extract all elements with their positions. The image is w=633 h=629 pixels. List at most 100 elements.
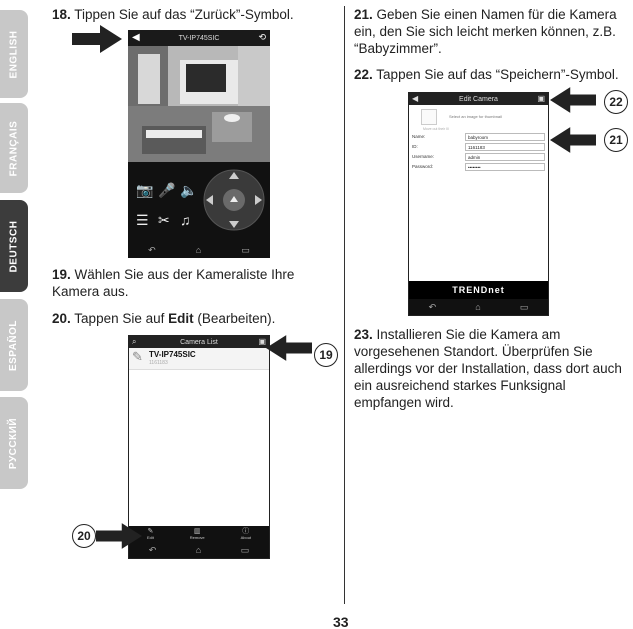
step-text-pre: Tappen Sie auf (74, 311, 169, 326)
recent-apps-icon[interactable]: ▭ (519, 301, 529, 312)
remove-button[interactable]: ▥ Remove (190, 528, 205, 540)
thumbnail-hint: Select an image for thumbnail (449, 114, 502, 119)
step-22: 22. Tappen Sie auf das “Speichern”-Symbo… (354, 66, 632, 83)
tab-deutsch[interactable]: DEUTSCH (0, 200, 28, 292)
trendnet-logo: TRENDnet (409, 281, 548, 299)
callout-19: 19 (314, 343, 338, 367)
step-number: 22. (354, 67, 373, 82)
screen-title: Camera List (180, 338, 218, 346)
tab-label: ESPAÑOL (8, 319, 20, 371)
pointer-arrow-icon (550, 87, 596, 113)
settings-icon[interactable]: ✂ (158, 212, 170, 228)
pointer-arrow-icon (266, 335, 312, 361)
name-input[interactable]: babyroom (465, 133, 545, 141)
list-icon[interactable]: ☰ (136, 212, 149, 228)
info-icon: ⓘ (242, 528, 250, 535)
tab-espanol[interactable]: ESPAÑOL (0, 299, 28, 391)
step-number: 23. (354, 327, 373, 342)
step-number: 21. (354, 7, 373, 22)
callout-20: 20 (72, 524, 96, 548)
recent-apps-icon[interactable]: ▭ (241, 244, 250, 255)
home-nav-icon[interactable]: ⌂ (195, 545, 202, 555)
bottom-toolbar: ✎ Edit ▥ Remove ⓘ About (129, 526, 269, 542)
save-icon[interactable]: ▣ (537, 94, 545, 103)
form-row-password: Password: •••••••• (409, 163, 548, 172)
remove-label: Remove (189, 535, 205, 540)
form-row-name: Name: babyroom (409, 133, 548, 142)
phone-edit-camera: ◀ Edit Camera ▣ Select an image for thum… (408, 92, 549, 316)
pointer-arrow-icon (96, 523, 142, 549)
tab-label: РУССКИЙ (8, 417, 20, 469)
step-20: 20. Tappen Sie auf Edit (Bearbeiten). (52, 310, 337, 327)
snapshot-icon[interactable]: 📷 (136, 182, 154, 198)
ptz-dpad[interactable] (202, 168, 266, 232)
back-nav-icon[interactable]: ↶ (428, 301, 437, 312)
field-label: Password: (412, 164, 434, 169)
form-row-username: Username: admin (409, 153, 548, 162)
tab-english[interactable]: ENGLISH (0, 10, 28, 98)
phone-camera-list: ⌕ Camera List ▣ ✎ TV-IP745SIC 1161183 ✎ … (128, 335, 270, 559)
username-input[interactable]: admin (465, 153, 545, 161)
edit-button[interactable]: ✎ Edit (147, 528, 154, 540)
step-text: Tappen Sie auf das “Speichern”-Symbol. (376, 67, 619, 82)
microphone-icon[interactable]: 🎤 (158, 182, 176, 198)
step-number: 19. (52, 267, 71, 282)
add-camera-icon[interactable]: ▣ (258, 337, 266, 346)
camera-list-item[interactable]: ✎ TV-IP745SIC 1161183 (129, 348, 269, 370)
android-navbar: ↶ ⌂ ▭ (129, 542, 269, 558)
rotate-icon[interactable]: ⟲ (258, 32, 266, 42)
password-input[interactable]: •••••••• (465, 163, 545, 171)
back-icon[interactable]: ◀ (132, 32, 140, 43)
trash-icon: ▥ (193, 528, 201, 535)
edit-label: Edit (146, 535, 154, 540)
step-text: Installieren Sie die Kamera am vorgesehe… (354, 327, 622, 410)
camera-feed-image (128, 46, 270, 162)
search-icon[interactable]: ⌕ (132, 337, 137, 346)
step-text: Wählen Sie aus der Kameraliste Ihre Kame… (52, 267, 295, 299)
speaker-icon[interactable]: 🔈 (180, 182, 198, 198)
step-19: 19. Wählen Sie aus der Kameraliste Ihre … (52, 266, 337, 300)
column-divider (344, 6, 345, 604)
about-button[interactable]: ⓘ About (241, 528, 251, 540)
id-input[interactable]: 1161183 (465, 143, 545, 151)
top-bar: ◀ Edit Camera ▣ (409, 93, 548, 105)
step-text: Tippen Sie auf das “Zurück”-Symbol. (74, 7, 294, 22)
step-text: Geben Sie einen Namen für die Kamera ein… (354, 7, 617, 56)
edit-form: Name: babyroom ID: 1161183 Username: adm… (409, 133, 548, 172)
phone-live-view: ◀ TV-IP745SIC ⟲ 📷 🎤 🔈 ☰ ✂ ♫ (128, 30, 270, 258)
form-row-id: ID: 1161183 (409, 143, 548, 152)
music-icon[interactable]: ♫ (180, 212, 191, 228)
top-bar: ⌕ Camera List ▣ (129, 336, 269, 348)
callout-22: 22 (604, 90, 628, 114)
step-23: 23. Installieren Sie die Kamera am vorge… (354, 326, 632, 411)
field-label: Username: (412, 154, 435, 159)
home-nav-icon[interactable]: ⌂ (195, 245, 202, 255)
back-nav-icon[interactable]: ↶ (148, 244, 156, 255)
tab-label: FRANÇAIS (8, 120, 20, 176)
step-number: 18. (52, 7, 71, 22)
tab-russian[interactable]: РУССКИЙ (0, 397, 28, 489)
android-navbar: ↶ ⌂ ▭ (409, 299, 548, 315)
edit-pen-icon: ✎ (132, 349, 143, 364)
tab-francais[interactable]: FRANÇAIS (0, 103, 28, 193)
step-text-post: (Bearbeiten). (193, 311, 276, 326)
camera-title: TV-IP745SIC (178, 34, 220, 42)
step-21: 21. Geben Sie einen Namen für die Kamera… (354, 6, 632, 57)
back-nav-icon[interactable]: ↶ (148, 544, 157, 555)
thumbnail-placeholder[interactable] (421, 109, 437, 125)
back-icon[interactable]: ◀ (412, 94, 419, 103)
field-label: Name: (412, 134, 426, 139)
home-nav-icon[interactable]: ⌂ (475, 302, 481, 312)
recent-apps-icon[interactable]: ▭ (240, 544, 250, 555)
pointer-arrow-icon (72, 25, 122, 53)
callout-21: 21 (604, 128, 628, 152)
step-18: 18. Tippen Sie auf das “Zurück”-Symbol. (52, 6, 337, 23)
about-label: About (240, 535, 252, 540)
thumbnail-sub: Move out their lll (423, 127, 449, 131)
control-panel: 📷 🎤 🔈 ☰ ✂ ♫ (128, 162, 270, 242)
camera-name: TV-IP745SIC (149, 350, 196, 359)
pencil-icon: ✎ (147, 528, 154, 535)
tab-label: DEUTSCH (8, 220, 20, 272)
camera-id: 1161183 (149, 360, 168, 366)
field-label: ID: (412, 144, 418, 149)
